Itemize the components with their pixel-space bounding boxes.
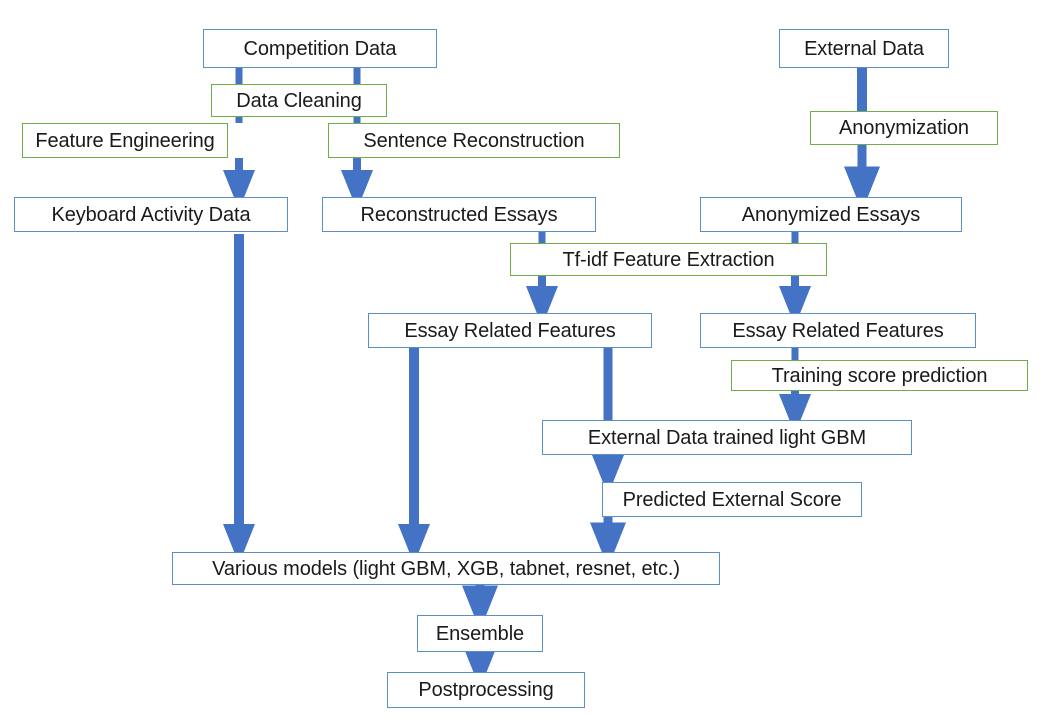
node-essay-related-features-left[interactable]: Essay Related Features (368, 313, 652, 348)
node-postprocessing[interactable]: Postprocessing (387, 672, 585, 708)
node-anonymized-essays[interactable]: Anonymized Essays (700, 197, 962, 232)
node-reconstructed-essays[interactable]: Reconstructed Essays (322, 197, 596, 232)
node-ensemble[interactable]: Ensemble (417, 615, 543, 652)
node-predicted-external-score[interactable]: Predicted External Score (602, 482, 862, 517)
node-external-data[interactable]: External Data (779, 29, 949, 68)
node-feature-engineering[interactable]: Feature Engineering (22, 123, 228, 158)
node-competition-data[interactable]: Competition Data (203, 29, 437, 68)
node-various-models[interactable]: Various models (light GBM, XGB, tabnet, … (172, 552, 720, 585)
node-anonymization[interactable]: Anonymization (810, 111, 998, 145)
node-keyboard-activity-data[interactable]: Keyboard Activity Data (14, 197, 288, 232)
node-training-score-prediction[interactable]: Training score prediction (731, 360, 1028, 391)
node-essay-related-features-right[interactable]: Essay Related Features (700, 313, 976, 348)
node-sentence-reconstruction[interactable]: Sentence Reconstruction (328, 123, 620, 158)
node-data-cleaning[interactable]: Data Cleaning (211, 84, 387, 117)
node-tfidf-feature-extraction[interactable]: Tf-idf Feature Extraction (510, 243, 827, 276)
node-external-data-trained-lgbm[interactable]: External Data trained light GBM (542, 420, 912, 455)
